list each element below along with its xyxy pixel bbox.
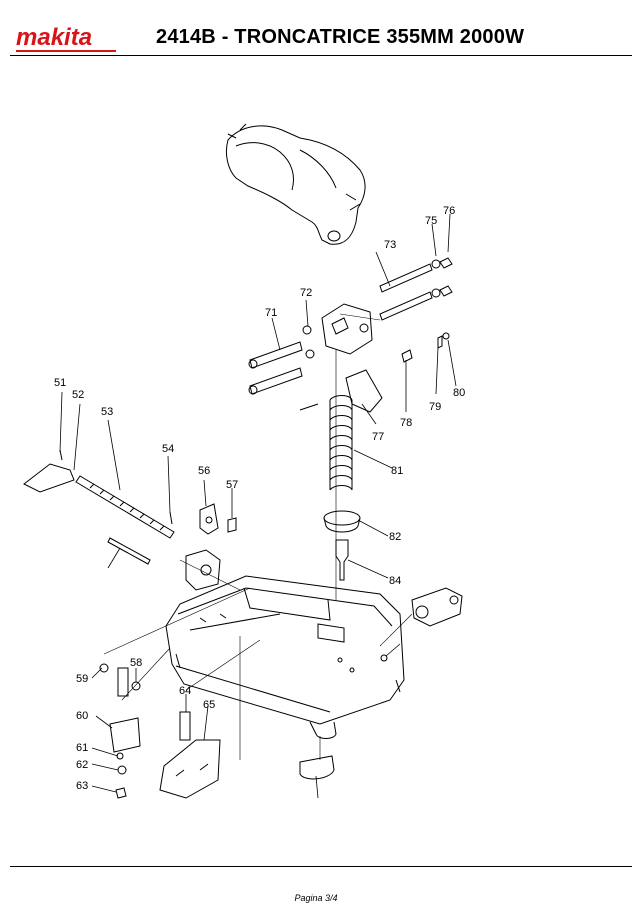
callout-71: 73 [384, 239, 396, 251]
callout-54: 54 [162, 443, 174, 455]
spring-79 [299, 395, 353, 491]
rods-71 [379, 257, 453, 321]
callout-60: 60 [76, 710, 88, 722]
saw-head-outline [225, 123, 366, 245]
callout-76: 78 [400, 417, 412, 429]
small-parts-76-78 [401, 332, 450, 363]
handle-51-53 [23, 449, 175, 539]
callout-64: 64 [179, 685, 191, 697]
footer-divider [10, 866, 632, 867]
brand-text: makita [16, 24, 92, 51]
callout-labels: 73 75 76 72 71 77 78 79 80 81 82 84 51 5… [54, 205, 465, 792]
callout-53: 53 [101, 406, 113, 418]
callout-57: 57 [226, 479, 238, 491]
parts-64-65 [159, 711, 221, 799]
callout-62: 62 [76, 759, 88, 771]
callout-63: 63 [76, 780, 88, 792]
callout-51: 51 [54, 377, 66, 389]
page-title: 2414B - TRONCATRICE 355MM 2000W [156, 26, 525, 48]
callout-61: 61 [76, 742, 88, 754]
callout-75: 77 [372, 431, 384, 443]
parts-54-57 [169, 503, 237, 535]
rod-84-block [107, 537, 221, 591]
spring-seat-80 [323, 510, 361, 533]
page-header: makita 2414B - TRONCATRICE 355MM 2000W [0, 0, 632, 60]
callout-77: 79 [429, 401, 441, 413]
base-frame [165, 575, 405, 739]
callout-72: 75 [425, 215, 437, 227]
pivot-bracket [248, 303, 373, 395]
exploded-parts-diagram: 73 75 76 72 71 77 78 79 80 81 82 84 51 5… [0, 60, 632, 860]
leader-lines [59, 213, 457, 799]
callout-79: 81 [391, 465, 403, 477]
pin-81 [335, 539, 349, 581]
clamp-parts-58-63 [99, 663, 141, 799]
callout-68: 71 [265, 307, 277, 319]
callout-58: 58 [130, 657, 142, 669]
header-divider [10, 55, 632, 56]
callout-73: 76 [443, 205, 455, 217]
foot-82 [299, 755, 335, 780]
makita-logo: makita [14, 24, 120, 52]
callout-69: 72 [300, 287, 312, 299]
callout-59: 59 [76, 673, 88, 685]
callout-65: 65 [203, 699, 215, 711]
callout-52: 52 [72, 389, 84, 401]
callout-78: 80 [453, 387, 465, 399]
callout-80: 82 [389, 531, 401, 543]
chip-guard-75 [345, 369, 383, 413]
callout-81: 84 [389, 575, 401, 587]
page-number: Pagina 3/4 [294, 893, 338, 903]
rear-bracket [411, 587, 463, 627]
assembly-lines [103, 313, 413, 760]
callout-56: 56 [198, 465, 210, 477]
